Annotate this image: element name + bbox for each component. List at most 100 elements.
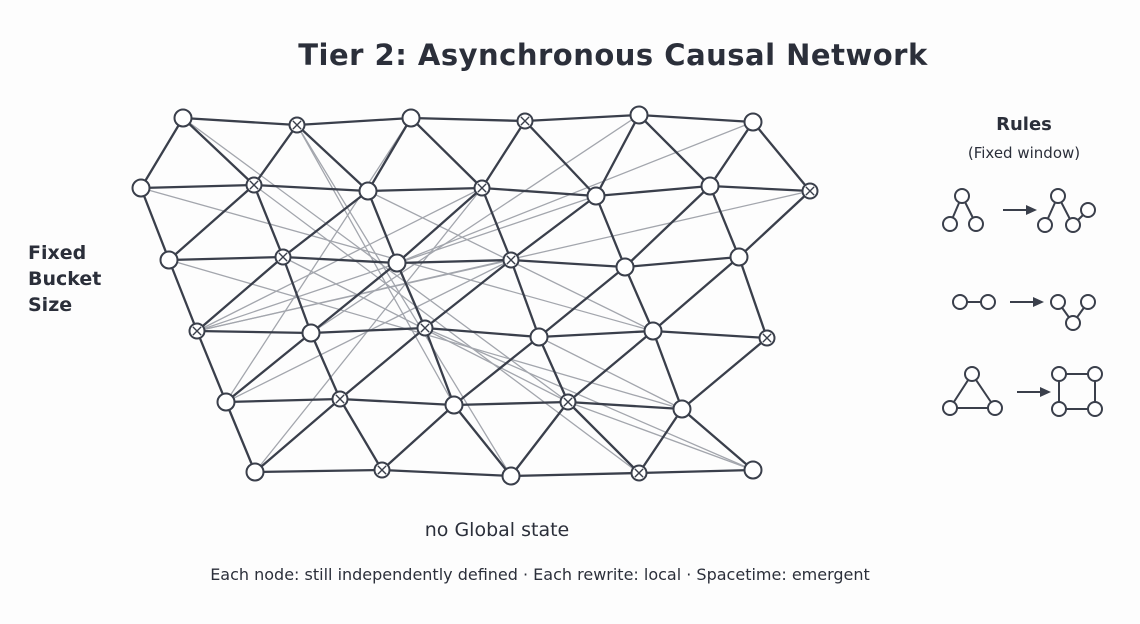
- arrow-right-icon: [1040, 387, 1051, 397]
- network-edge: [681, 337, 768, 410]
- side-label-line: Size: [28, 294, 73, 316]
- network-edge: [510, 471, 640, 478]
- network-edge: [381, 404, 455, 471]
- network-edge: [195, 330, 228, 403]
- event-node: [131, 178, 151, 198]
- cross-mark-icon: [477, 183, 487, 193]
- network-edge: [737, 256, 769, 339]
- network-edge: [224, 401, 257, 473]
- rule-node: [1065, 217, 1081, 233]
- network-edge: [524, 113, 640, 123]
- rule-node: [952, 294, 968, 310]
- footer-caption: Each node: still independently defined ·…: [210, 565, 870, 584]
- event-node: [615, 257, 635, 277]
- network-edge: [709, 121, 754, 187]
- network-edge: [623, 266, 655, 332]
- network-edge: [651, 330, 684, 410]
- network-edge: [282, 255, 398, 265]
- network-edge: [367, 117, 412, 192]
- diagram-title: Tier 2: Asynchronous Causal Network: [298, 38, 928, 72]
- cross-mark-icon: [634, 468, 644, 478]
- network-edge: [139, 187, 171, 261]
- cross-mark-icon: [520, 116, 530, 126]
- network-edge: [281, 256, 313, 334]
- network-edge: [510, 195, 597, 261]
- rule-node: [968, 216, 984, 232]
- event-node: [216, 392, 236, 412]
- network-edge: [652, 256, 740, 332]
- network-edge: [339, 397, 455, 407]
- rule-node: [1065, 315, 1081, 331]
- network-edge: [537, 336, 570, 403]
- network-edge: [168, 255, 284, 262]
- event-node: [358, 181, 378, 201]
- event-node: [743, 112, 763, 132]
- event-node: [743, 460, 763, 480]
- rule-node: [964, 366, 980, 382]
- network-edge: [282, 190, 369, 258]
- event-node: [629, 105, 649, 125]
- cross-mark-icon: [377, 465, 387, 475]
- network-edge: [567, 330, 654, 403]
- rule-node: [1087, 366, 1103, 382]
- network-edge: [709, 184, 811, 193]
- network-edge: [453, 400, 569, 407]
- network-edge: [681, 408, 754, 471]
- network-edge: [367, 186, 483, 193]
- rule-node: [980, 294, 996, 310]
- network-edge: [253, 183, 369, 193]
- rule-node: [942, 216, 958, 232]
- event-node: [643, 321, 663, 341]
- rule-node: [1050, 188, 1066, 204]
- network-edge: [567, 400, 683, 411]
- event-node: [501, 466, 521, 486]
- event-node: [700, 176, 720, 196]
- network-edge: [253, 124, 298, 186]
- network-edge: [524, 120, 597, 197]
- network-edge: [309, 332, 342, 400]
- network-edge: [339, 327, 426, 400]
- event-node: [387, 253, 407, 273]
- network-edge: [638, 468, 754, 475]
- cross-mark-icon: [762, 333, 772, 343]
- side-label-line: Fixed: [28, 242, 87, 264]
- network-edge: [182, 116, 298, 127]
- cross-mark-icon: [805, 186, 815, 196]
- network-edge: [296, 116, 412, 127]
- network-edge: [481, 120, 526, 189]
- arrow-right-icon: [1033, 297, 1044, 307]
- rule-node: [1080, 202, 1096, 218]
- network-edge: [396, 187, 483, 264]
- network-edge: [594, 195, 627, 268]
- causal-link: [296, 124, 512, 477]
- cross-mark-icon: [420, 323, 430, 333]
- network-edge: [395, 262, 427, 329]
- rules-subtitle: (Fixed window): [967, 144, 1081, 162]
- event-node: [401, 108, 421, 128]
- network-edge: [480, 187, 513, 261]
- rule-node: [987, 400, 1003, 416]
- center-caption: no Global state: [424, 519, 570, 541]
- cross-mark-icon: [335, 394, 345, 404]
- network-edge: [594, 114, 641, 197]
- network-edge: [510, 258, 626, 269]
- network-edge: [538, 329, 654, 339]
- network-edge: [481, 186, 597, 198]
- network-edge: [410, 116, 526, 123]
- event-node: [586, 186, 606, 206]
- network-edge: [339, 398, 383, 471]
- network-edge: [196, 256, 284, 332]
- rules-title: Rules: [996, 114, 1052, 135]
- cross-mark-icon: [563, 397, 573, 407]
- network-edge: [254, 468, 383, 474]
- network-edge: [381, 468, 512, 478]
- network-edge: [424, 259, 512, 329]
- rule-node: [1051, 401, 1067, 417]
- network-edge: [638, 113, 754, 124]
- rule-node: [1050, 294, 1066, 310]
- network-edge: [140, 183, 255, 190]
- event-node: [173, 108, 193, 128]
- causal-link: [182, 117, 569, 403]
- network-edge: [638, 114, 711, 187]
